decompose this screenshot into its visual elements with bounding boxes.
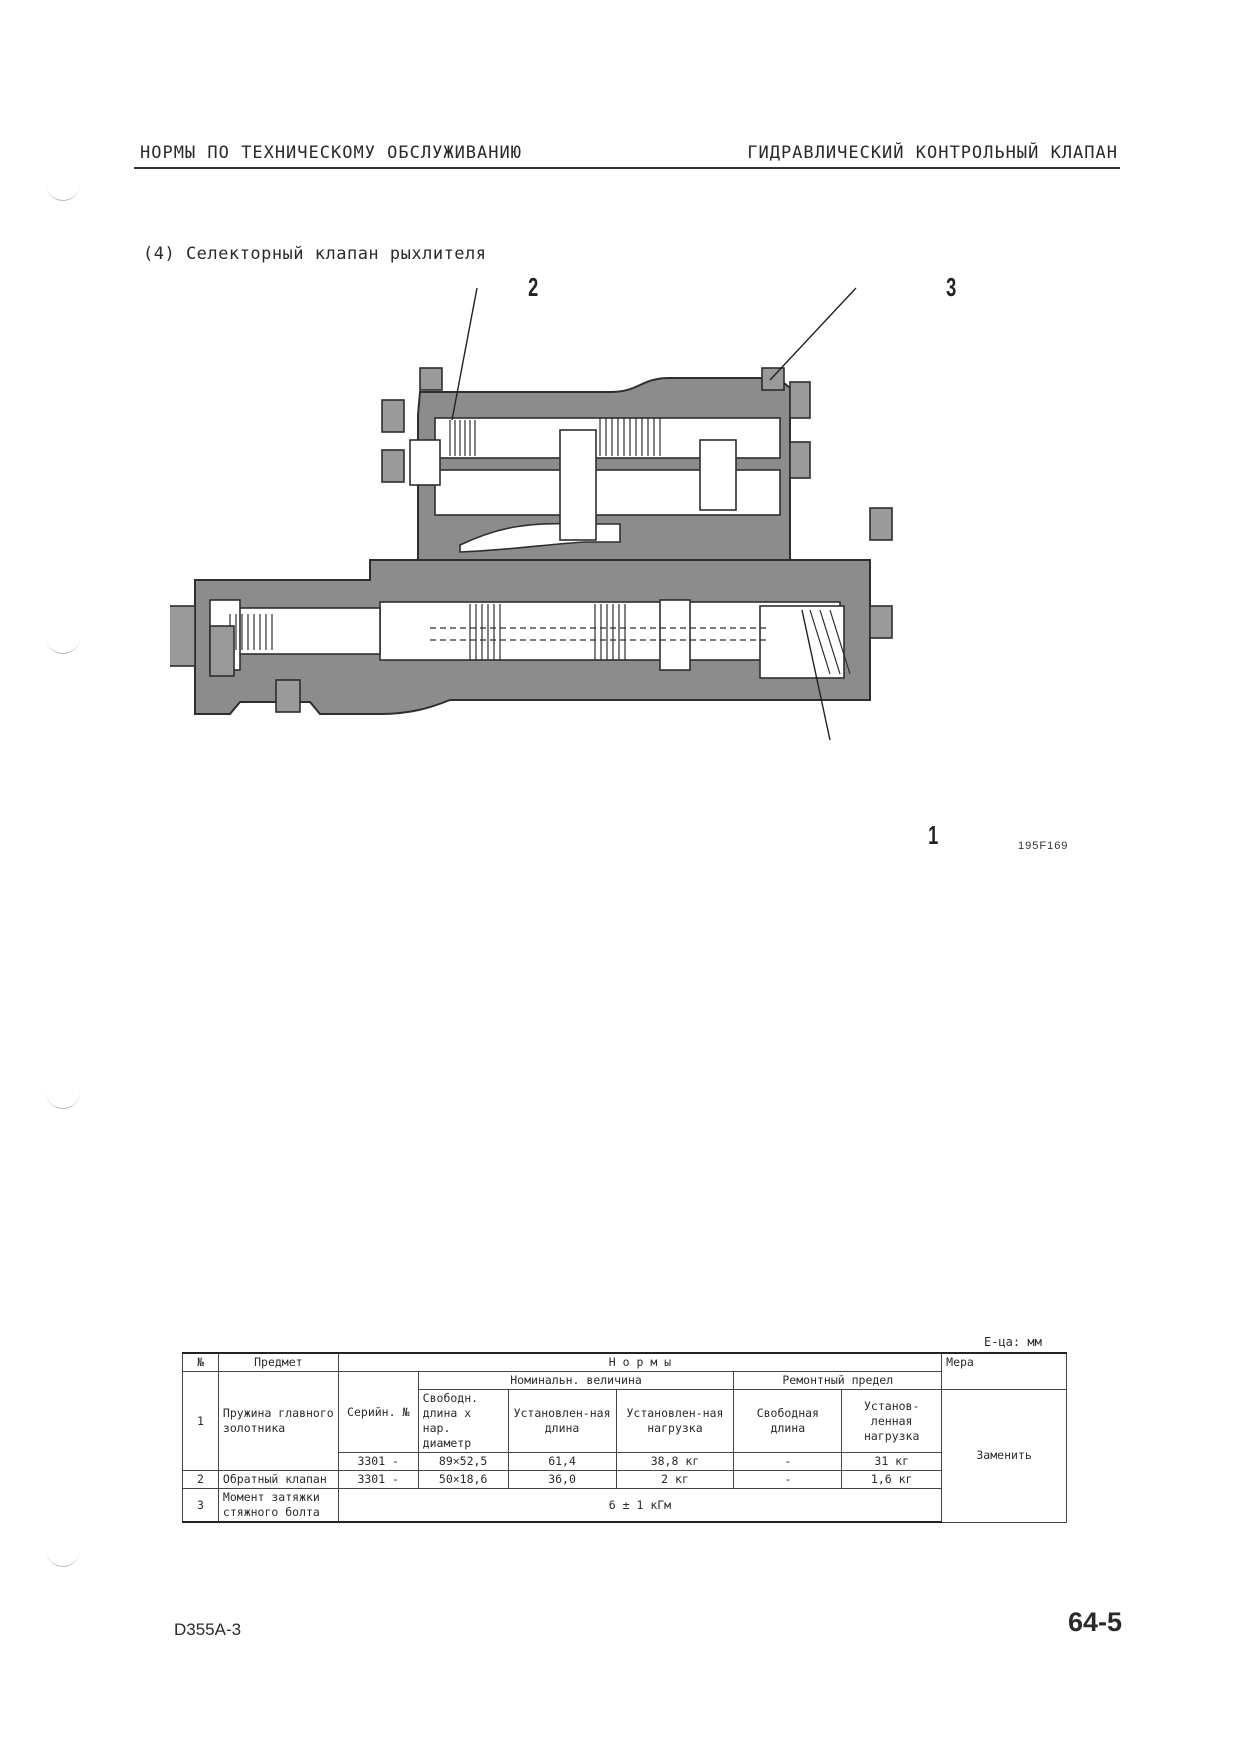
- row1-installed-length: 61,4: [507, 1452, 617, 1471]
- header-serial: Серийн. №: [337, 1371, 419, 1453]
- row1-load-limit: 31 кг: [841, 1452, 943, 1471]
- punch-hole-mark: [46, 180, 80, 201]
- header-measure: Мера: [941, 1352, 1067, 1390]
- footer-page-number: 64-5: [1068, 1607, 1123, 1637]
- row1-item: Пружина главного золотника: [217, 1371, 339, 1471]
- row2-item: Обратный клапан: [217, 1470, 339, 1489]
- header-nominal: Номинальн. величина: [417, 1371, 735, 1390]
- callout-2: 2: [528, 272, 539, 302]
- units-note: Е-ца: мм: [984, 1335, 1042, 1349]
- row2-installed-load: 2 кг: [615, 1470, 735, 1489]
- header-free-length-dia: Свободн. длина х нар. диаметр: [417, 1389, 509, 1453]
- section-title: (4) Селекторный клапан рыхлителя: [143, 244, 487, 264]
- callout-1: 1: [928, 820, 939, 850]
- row2-serial: 3301 -: [337, 1470, 419, 1489]
- row1-free-length: -: [733, 1452, 843, 1471]
- row3-item: Момент затяжки стяжного болта: [217, 1488, 339, 1523]
- header-norms: Н о р м ы: [337, 1352, 943, 1372]
- row2-free-dia: 50×18,6: [417, 1470, 509, 1489]
- table-row: 2 Обратный клапан 3301 - 50×18,6 36,0 2 …: [182, 1470, 1067, 1489]
- punch-hole-mark: [46, 1088, 80, 1109]
- measure-value: Заменить: [941, 1389, 1067, 1523]
- row2-no: 2: [182, 1470, 219, 1489]
- row1-installed-load: 38,8 кг: [615, 1452, 735, 1471]
- punch-hole-mark: [46, 633, 80, 654]
- figure-code: 195F169: [1018, 840, 1069, 852]
- row2-load-limit: 1,6 кг: [841, 1470, 943, 1489]
- row1-no: 1: [182, 1371, 219, 1471]
- table-subheader-row: 1 Пружина главного золотника Серийн. № Н…: [182, 1371, 1067, 1471]
- header-installed-length: Установлен-ная длина: [507, 1389, 617, 1453]
- row1-serial: 3301 -: [337, 1452, 419, 1471]
- header-no: №: [182, 1352, 219, 1372]
- header-free-length: Свободная длина: [733, 1389, 843, 1453]
- row3-no: 3: [182, 1488, 219, 1523]
- footer-model: D355A-3: [174, 1620, 242, 1639]
- table-row: 3 Момент затяжки стяжного болта 6 ± 1 кГ…: [182, 1488, 1067, 1523]
- row2-free-length: -: [733, 1470, 843, 1489]
- norms-table: № Предмет Н о р м ы Мера 1 Пружина главн…: [182, 1352, 1067, 1523]
- punch-hole-mark: [46, 1546, 80, 1567]
- row1-free-dia: 89×52,5: [417, 1452, 509, 1471]
- table-header-row: № Предмет Н о р м ы Мера: [182, 1352, 1067, 1390]
- valve-cross-section-drawing: [170, 287, 893, 741]
- header-installed-load: Установлен-ная нагрузка: [615, 1389, 735, 1453]
- header-right-title: ГИДРАВЛИЧЕСКИЙ КОНТРОЛЬНЫЙ КЛАПАН: [747, 143, 1118, 163]
- header-repair-limit: Ремонтный предел: [733, 1371, 943, 1390]
- header-left-title: НОРМЫ ПО ТЕХНИЧЕСКОМУ ОБСЛУЖИВАНИЮ: [140, 143, 522, 163]
- header-installed-load-limit: Установ-ленная нагрузка: [841, 1389, 943, 1453]
- row2-installed-length: 36,0: [507, 1470, 617, 1489]
- row3-value: 6 ± 1 кГм: [337, 1488, 943, 1523]
- header-rule: [134, 167, 1120, 169]
- header-item: Предмет: [217, 1352, 339, 1372]
- callout-3: 3: [946, 272, 957, 302]
